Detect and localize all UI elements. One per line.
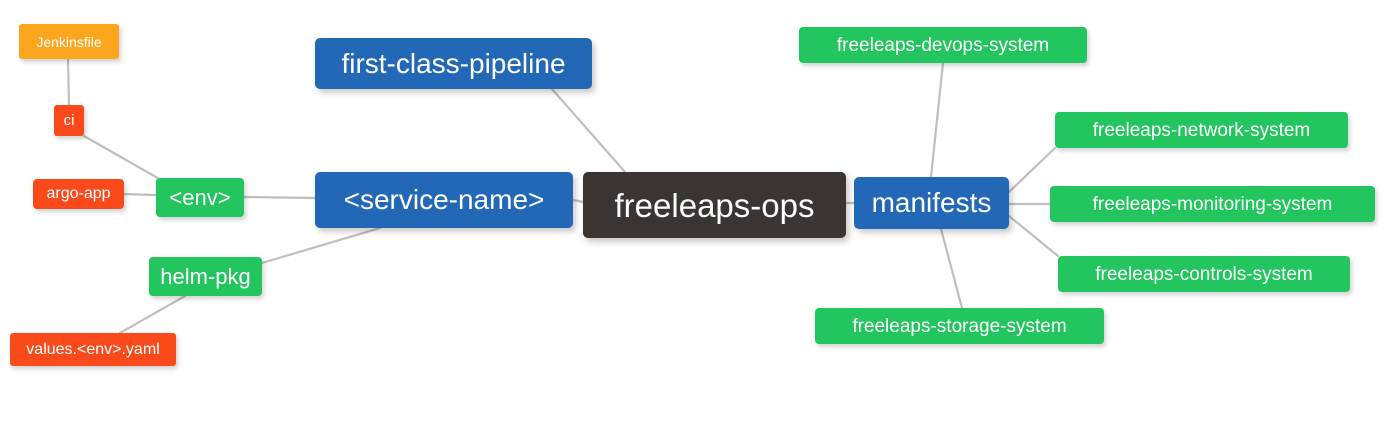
node-label: freeleaps-storage-system (852, 315, 1067, 337)
node-freeleaps-devops-system[interactable]: freeleaps-devops-system (799, 27, 1087, 63)
edge-env-to-service-name (242, 195, 317, 200)
edge-manifests-to-freeleaps-storage-system (939, 227, 964, 310)
edge-argo-app-to-env (122, 192, 158, 197)
edge-first-class-pipeline-to-freeleaps-ops (550, 87, 627, 174)
edge-helm-pkg-to-service-name (260, 226, 382, 265)
edge-manifests-to-freeleaps-controls-system (1007, 214, 1060, 258)
node-jenkinsfile[interactable]: Jenkinsfile (19, 24, 119, 59)
node-label: freeleaps-network-system (1092, 119, 1311, 141)
node-freeleaps-network-system[interactable]: freeleaps-network-system (1055, 112, 1348, 148)
node-helm-pkg[interactable]: helm-pkg (149, 257, 262, 296)
node-freeleaps-controls-system[interactable]: freeleaps-controls-system (1058, 256, 1350, 292)
node-label: ci (63, 112, 75, 129)
node-freeleaps-monitoring-system[interactable]: freeleaps-monitoring-system (1050, 186, 1375, 222)
node-freeleaps-storage-system[interactable]: freeleaps-storage-system (815, 308, 1104, 344)
node-label: manifests (871, 187, 992, 218)
node-ci[interactable]: ci (54, 105, 84, 136)
node-service-name[interactable]: <service-name> (315, 172, 573, 228)
node-env[interactable]: <env> (156, 178, 244, 217)
node-label: freeleaps-ops (614, 186, 815, 224)
node-label: <service-name> (343, 184, 545, 215)
node-argo-app[interactable]: argo-app (33, 179, 124, 209)
node-label: Jenkinsfile (36, 33, 102, 50)
node-label: freeleaps-devops-system (836, 34, 1050, 56)
node-freeleaps-ops[interactable]: freeleaps-ops (583, 172, 846, 238)
edge-jenkinsfile-to-ci (66, 57, 71, 107)
edge-manifests-to-freeleaps-network-system (1007, 146, 1057, 194)
node-first-class-pipeline[interactable]: first-class-pipeline (315, 38, 592, 89)
node-label: first-class-pipeline (341, 47, 566, 79)
edge-manifests-to-freeleaps-devops-system (929, 61, 945, 179)
edge-values-env-yaml-to-helm-pkg (118, 294, 187, 335)
node-values-env-yaml[interactable]: values.<env>.yaml (10, 333, 176, 366)
node-label: freeleaps-monitoring-system (1092, 193, 1333, 215)
edge-service-name-to-freeleaps-ops (571, 198, 585, 204)
node-label: <env> (169, 184, 231, 210)
node-label: values.<env>.yaml (26, 340, 160, 358)
node-manifests[interactable]: manifests (854, 177, 1009, 229)
node-label: helm-pkg (160, 263, 251, 289)
node-label: freeleaps-controls-system (1095, 263, 1313, 285)
node-label: argo-app (46, 185, 111, 202)
